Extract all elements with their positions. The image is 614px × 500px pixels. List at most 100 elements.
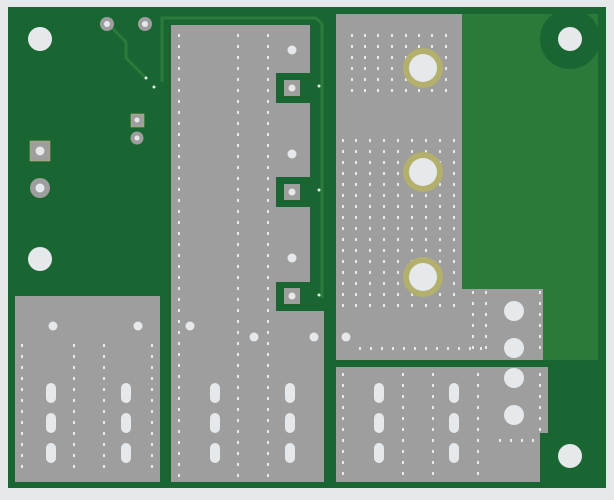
via [383, 227, 385, 230]
via [267, 45, 269, 48]
via [237, 463, 239, 466]
via [237, 276, 239, 279]
via [397, 271, 399, 274]
via [73, 344, 75, 347]
via [364, 89, 366, 92]
via [439, 205, 441, 208]
via [151, 399, 153, 402]
via [237, 232, 239, 235]
via [73, 377, 75, 380]
small-hole [309, 332, 319, 342]
pad-hole [288, 84, 296, 92]
mounting-holes [28, 9, 600, 486]
small-hole [185, 321, 195, 331]
via [355, 227, 357, 230]
via [267, 67, 269, 70]
slot-hole [46, 443, 56, 463]
pad-hole [288, 292, 296, 300]
via [369, 249, 371, 252]
via [432, 461, 434, 464]
via [453, 271, 455, 274]
via [151, 366, 153, 369]
via [178, 298, 180, 301]
via [485, 291, 487, 294]
via [355, 271, 357, 274]
via [432, 395, 434, 398]
via [103, 399, 105, 402]
via-array [21, 34, 541, 477]
via [369, 216, 371, 219]
mounting-hole [28, 247, 52, 271]
via [539, 291, 541, 294]
via [267, 276, 269, 279]
via [485, 324, 487, 327]
via [237, 155, 239, 158]
via [425, 139, 427, 142]
small-hole [287, 149, 297, 159]
via [383, 271, 385, 274]
via [237, 452, 239, 455]
via [342, 373, 344, 376]
via [351, 67, 353, 70]
via [73, 454, 75, 457]
via [469, 347, 471, 350]
via [472, 291, 474, 294]
via [152, 85, 156, 89]
via [237, 364, 239, 367]
via [237, 287, 239, 290]
via [21, 432, 23, 435]
via [351, 89, 353, 92]
pad-hole [142, 21, 148, 27]
via [383, 293, 385, 296]
pour-right-top [336, 14, 543, 360]
via [477, 373, 479, 376]
via [178, 452, 180, 455]
via [178, 34, 180, 37]
via [425, 216, 427, 219]
via [178, 177, 180, 180]
via [392, 347, 394, 350]
via [445, 34, 447, 37]
via [267, 265, 269, 268]
via [369, 271, 371, 274]
small-hole [48, 321, 58, 331]
via [355, 139, 357, 142]
via [485, 346, 487, 349]
via [237, 342, 239, 345]
via [342, 238, 344, 241]
via [21, 366, 23, 369]
pad-hole [288, 188, 296, 196]
via [453, 194, 455, 197]
via [377, 89, 379, 92]
via [73, 355, 75, 358]
via [369, 227, 371, 230]
via [532, 439, 534, 442]
via [472, 346, 474, 349]
via [267, 221, 269, 224]
via [178, 243, 180, 246]
via [402, 395, 404, 398]
via [21, 377, 23, 380]
via [431, 89, 433, 92]
via [237, 188, 239, 191]
via [342, 384, 344, 387]
via [439, 227, 441, 230]
via [364, 67, 366, 70]
via [237, 309, 239, 312]
via [411, 304, 413, 307]
small-hole [287, 45, 297, 55]
via [355, 304, 357, 307]
via [485, 313, 487, 316]
via [539, 406, 541, 409]
via [391, 89, 393, 92]
via [477, 439, 479, 442]
via [369, 260, 371, 263]
via [477, 450, 479, 453]
via [178, 331, 180, 334]
via [317, 84, 321, 88]
via [237, 100, 239, 103]
via [539, 373, 541, 376]
via [267, 342, 269, 345]
via [178, 287, 180, 290]
